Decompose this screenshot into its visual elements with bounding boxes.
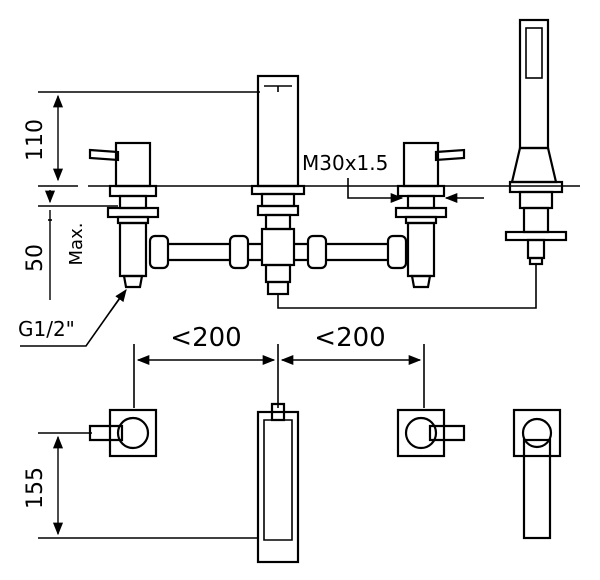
pipe-nut-left — [228, 234, 250, 270]
left-valve-top — [88, 408, 158, 458]
dim-50-label: 50 — [23, 244, 48, 272]
right-valve-top — [396, 408, 466, 458]
pipe-nut-right — [306, 234, 328, 270]
hose-line — [277, 264, 537, 309]
spout-top — [256, 402, 300, 564]
connection-size-label: G1/2" — [18, 317, 75, 341]
pipe-left — [168, 242, 230, 262]
pipe-right — [326, 242, 388, 262]
dim-155-label: 155 — [23, 467, 48, 509]
right-connector-nut — [386, 234, 408, 270]
left-connector-nut — [148, 234, 170, 270]
thread-spec-label: M30x1.5 — [302, 151, 388, 175]
central-spout — [250, 74, 306, 296]
hand-shower — [504, 18, 568, 266]
max-label: Max. — [66, 223, 87, 266]
left-valve — [88, 141, 160, 289]
dim-110-label: 110 — [23, 119, 48, 161]
spacing-left-label: <200 — [170, 323, 241, 353]
side-view: 110 50 Max. M30x1.5 G1/2" — [18, 18, 580, 347]
right-valve — [394, 141, 466, 289]
hand-shower-top — [512, 408, 562, 540]
top-view: 155 — [23, 402, 562, 564]
spacing-right-label: <200 — [314, 323, 385, 353]
spacing-dimensions: <200 <200 — [133, 323, 425, 408]
